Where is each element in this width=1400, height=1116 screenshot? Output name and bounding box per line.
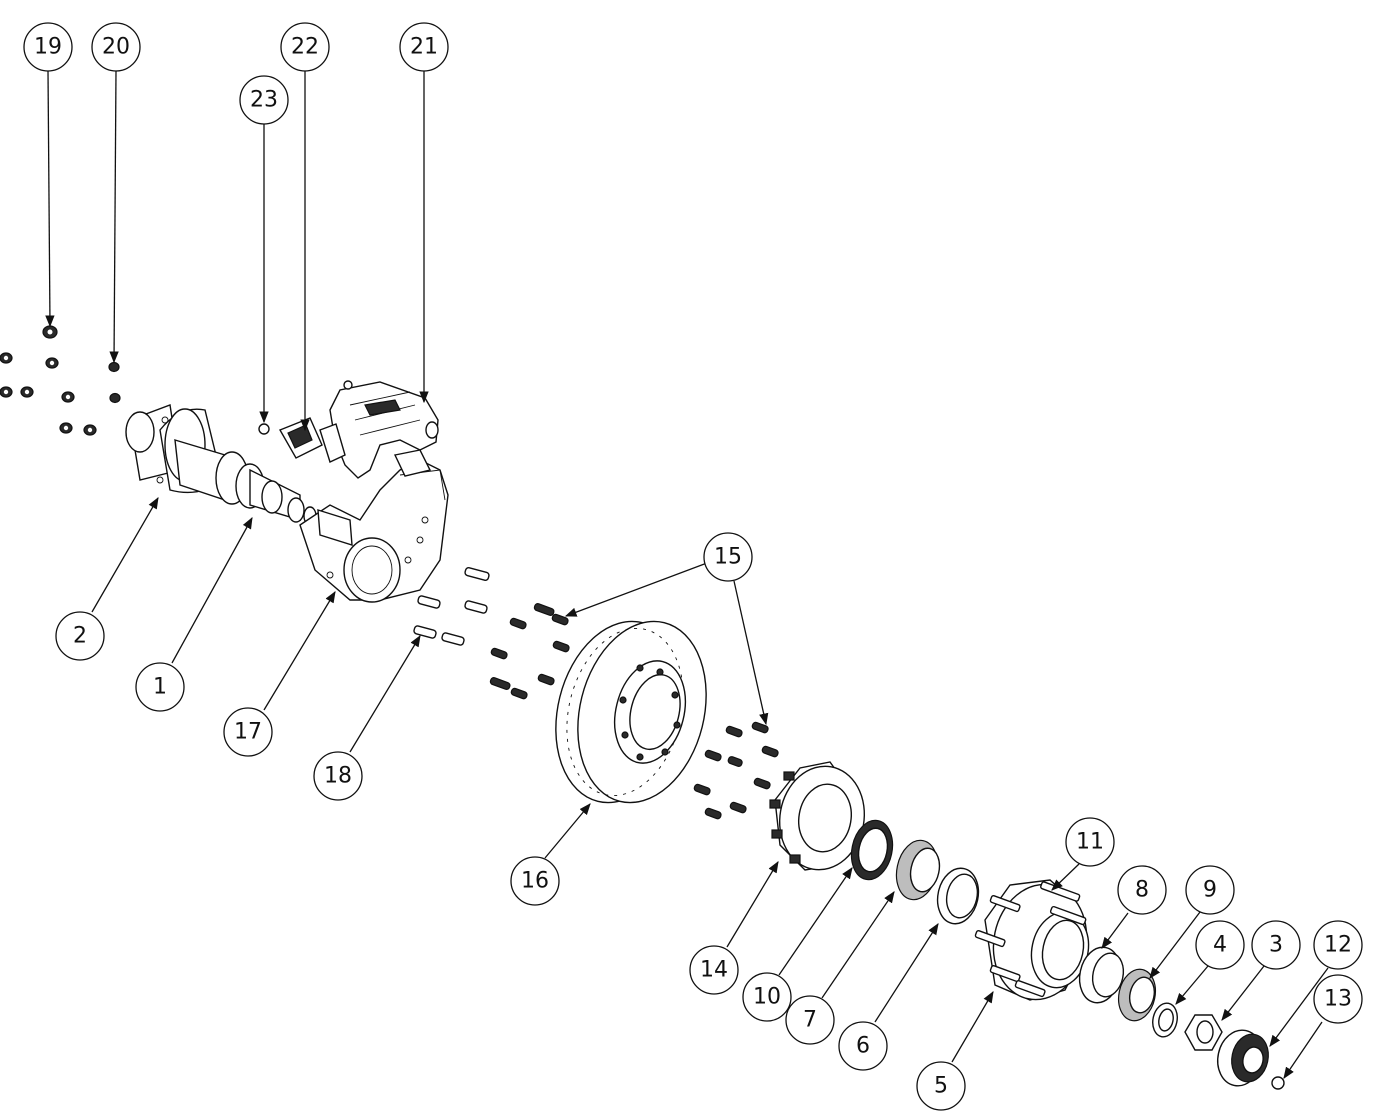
callout-10: 10 [742, 972, 792, 1022]
bolts-group [413, 567, 779, 820]
callout-2-label: 2 [73, 624, 87, 649]
callout-15: 15 [703, 532, 753, 582]
callout-6-label: 6 [856, 1034, 870, 1059]
callout-7: 7 [785, 995, 835, 1045]
pin [258, 423, 270, 435]
spindle-washer [1152, 1002, 1178, 1038]
outer-bearing-cup [1078, 946, 1125, 1004]
spindle-nut [1184, 1014, 1223, 1051]
callout-1-label: 1 [153, 675, 167, 700]
callout-11-label: 11 [1076, 830, 1104, 855]
callout-22-label: 22 [291, 35, 319, 60]
callout-19: 19 [23, 22, 73, 72]
spindle [174, 439, 317, 526]
callout-20-label: 20 [102, 35, 130, 60]
callout-23: 23 [239, 75, 289, 125]
nuts-group [0, 325, 97, 436]
callout-11: 11 [1065, 817, 1115, 867]
hub-cap-plug [1271, 1076, 1285, 1090]
inner-bearing-cone [895, 839, 941, 901]
callout-18-label: 18 [324, 764, 352, 789]
callout-14: 14 [689, 945, 739, 995]
callout-4-label: 4 [1213, 933, 1227, 958]
callout-20: 20 [91, 22, 141, 72]
callout-13-label: 13 [1324, 987, 1352, 1012]
seal [850, 819, 894, 881]
callout-7-label: 7 [803, 1008, 817, 1033]
callout-9: 9 [1185, 865, 1235, 915]
washers-group [108, 361, 121, 404]
callout-12: 12 [1313, 920, 1363, 970]
callout-21: 21 [399, 22, 449, 72]
callout-17: 17 [223, 707, 273, 757]
callout-17-label: 17 [234, 720, 262, 745]
torque-plate [299, 459, 449, 603]
hub-cap [1217, 1029, 1269, 1087]
callout-5-label: 5 [934, 1074, 948, 1099]
callout-19-label: 19 [34, 35, 62, 60]
callout-8: 8 [1117, 865, 1167, 915]
brake-pad [278, 417, 346, 463]
callout-4: 4 [1195, 920, 1245, 970]
callout-3: 3 [1251, 920, 1301, 970]
callout-12-label: 12 [1324, 933, 1352, 958]
callout-16-label: 16 [521, 869, 549, 894]
wheel-hub [974, 879, 1090, 1001]
callout-14-label: 14 [700, 958, 728, 983]
callout-3-label: 3 [1269, 933, 1283, 958]
callout-15-label: 15 [714, 545, 742, 570]
callout-9-label: 9 [1203, 878, 1217, 903]
callout-2: 2 [55, 611, 105, 661]
callout-8-label: 8 [1135, 878, 1149, 903]
callout-21-label: 21 [410, 35, 438, 60]
hub-flange [769, 761, 866, 871]
brake-caliper [329, 380, 439, 479]
callout-18: 18 [313, 751, 363, 801]
callout-1: 1 [135, 662, 185, 712]
callout-5: 5 [916, 1061, 966, 1111]
callout-6: 6 [838, 1021, 888, 1071]
inner-bearing-cup [936, 867, 980, 925]
callout-22: 22 [280, 22, 330, 72]
callout-23-label: 23 [250, 88, 278, 113]
outer-bearing-cone [1117, 968, 1157, 1022]
callout-13: 13 [1313, 974, 1363, 1024]
brake-rotor [555, 620, 707, 804]
callout-10-label: 10 [753, 985, 781, 1010]
leader-lines [45, 70, 1329, 1079]
callout-16: 16 [510, 856, 560, 906]
